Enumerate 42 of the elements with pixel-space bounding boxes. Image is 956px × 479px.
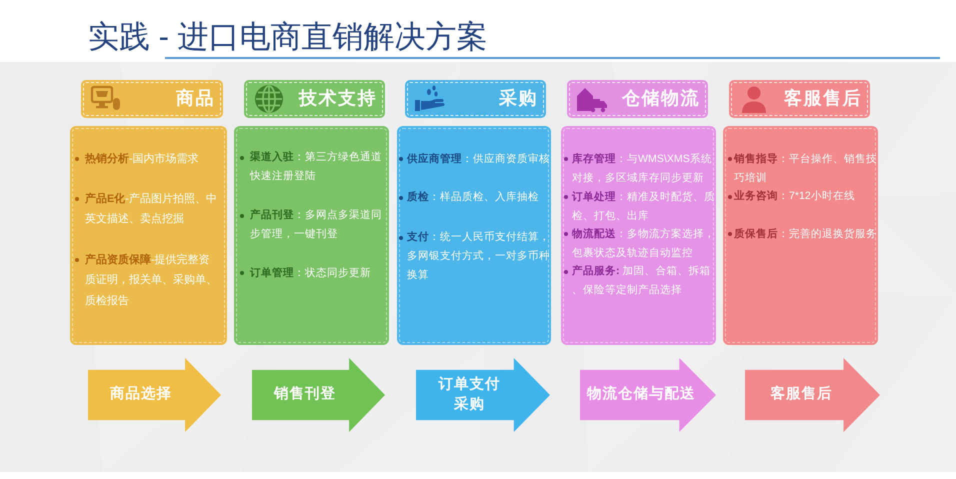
header-label: 商品: [176, 89, 215, 109]
bullet-text: 物流配送：多物流方案选择，包裹状态及轨迹自动监控: [572, 226, 715, 261]
info-panel: [397, 126, 551, 345]
category-header: [244, 80, 385, 118]
process-step: [416, 358, 550, 432]
header-label: 采购: [499, 89, 538, 109]
bullet-text: 订单处理：精准及时配货、质检、打包、出库: [572, 190, 715, 224]
info-panel: [234, 126, 389, 345]
bullet-text: 产品服务: 加固、合箱、拆箱、保险等定制产品选择: [572, 264, 712, 298]
bullet-text: 支付：统一人民币支付结算，多网银支付方式，一对多币种换算: [407, 230, 550, 284]
bullet-text: 产品资质保障-提供完整资质证明，报关单、采购单、质检报告: [85, 252, 218, 309]
category-header: [405, 80, 546, 118]
process-step: [745, 358, 880, 432]
process-step: [252, 358, 385, 432]
step-label: 商品选择: [110, 385, 172, 404]
info-panel: [561, 126, 716, 345]
header-label: 仓储物流: [622, 89, 700, 109]
process-step: [88, 358, 221, 432]
bullet-text: 销售指导：平台操作、销售技巧培训: [734, 152, 877, 186]
header-label: 客服售后: [784, 89, 862, 109]
info-panel: [723, 126, 878, 345]
step-label: 订单支付采购: [438, 375, 502, 414]
category-header: [81, 80, 223, 118]
category-header: [567, 80, 708, 118]
bullet-text: 订单管理：状态同步更新: [250, 266, 371, 281]
bullet-text: 供应商管理：供应商资质审核: [407, 152, 550, 167]
bullet-text: 质检：样品质检、入库抽检: [407, 190, 539, 206]
bullet-text: 业务咨询：7*12小时在线: [734, 189, 855, 204]
bullet-text: 产品E化-产品图片拍照、中英文描述、卖点挖掘: [85, 192, 218, 228]
bullet-text: 库存管理：与WMS\XMS系统对接，多区域库存同步更新: [572, 152, 713, 186]
step-label: 客服售后: [770, 385, 833, 404]
info-panel: [70, 126, 227, 345]
step-label: 物流仓储与配送: [586, 385, 696, 404]
bullet-text: 产品刊登：多网点多渠道同步管理，一键刊登: [250, 208, 383, 242]
step-label: 销售刊登: [274, 385, 336, 404]
process-step: [580, 358, 716, 432]
header-label: 技术支持: [299, 89, 377, 109]
bullet-text: 热销分析-国内市场需求: [85, 152, 199, 167]
bullet-text: 渠道入驻：第三方绿色通道快速注册登陆: [250, 150, 383, 184]
category-header: [729, 80, 870, 118]
page-title: 实践 - 进口电商直销解决方案: [88, 18, 488, 56]
bullet-text: 质保售后：完善的退换货服务: [734, 226, 877, 242]
